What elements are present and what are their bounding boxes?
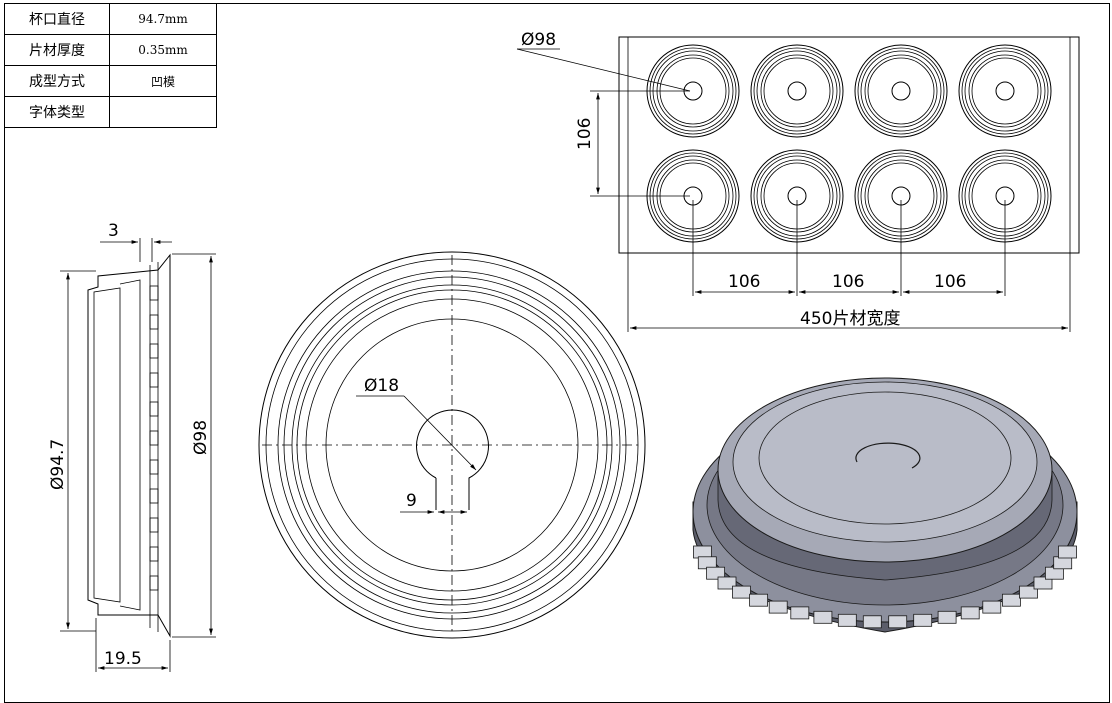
side-step [119, 279, 141, 611]
render-tooth [888, 615, 908, 629]
tray-cup-hole [995, 81, 1015, 101]
side-rib [149, 314, 159, 330]
tray-cup-ring [860, 50, 942, 132]
top-slot-width-label: 9 [406, 491, 417, 511]
tray-cup-ring [756, 50, 838, 132]
render-tooth [693, 545, 712, 559]
render-tooth [1058, 545, 1077, 559]
tray-cup-ring [971, 57, 1039, 125]
side-inner-wall [93, 287, 121, 603]
tray-sheet-outline [618, 36, 1080, 254]
tray-cup-ring [760, 54, 834, 128]
render-tooth [749, 593, 768, 607]
render-tooth [960, 606, 980, 620]
tray-cup-ring [961, 47, 1049, 135]
sip-hole [416, 409, 489, 510]
tray-cups [646, 44, 1052, 243]
tray-col-pitch-label: 106 [728, 272, 760, 292]
render-teeth [693, 545, 1077, 629]
render-panel [732, 381, 1038, 543]
tray-cup-ring [763, 57, 831, 125]
top-view: Ø18 9 [258, 251, 646, 639]
side-outer-dia-label: Ø98 [191, 420, 211, 455]
tray-cup-ring [968, 54, 1042, 128]
tray-cup-hole [787, 81, 807, 101]
side-height-label: 19.5 [104, 649, 142, 669]
render-tooth [706, 566, 725, 580]
render-tooth [717, 576, 737, 590]
render-tooth [937, 610, 957, 624]
tray-cup-ring [958, 44, 1052, 138]
side-rib [149, 488, 159, 504]
tray-cup-ring [857, 47, 945, 135]
side-inner-dia-label: Ø94.7 [48, 439, 68, 490]
lid-3d-render [692, 377, 1078, 633]
render-tooth [982, 600, 1002, 614]
render-tooth [790, 606, 810, 620]
tray-col-pitch-label: 106 [934, 272, 966, 292]
tray-cup-ring [854, 44, 948, 138]
tray-cup-ring [753, 47, 841, 135]
render-tooth [1033, 576, 1053, 590]
spec-row: 杯口直径 94.7mm [4, 3, 217, 35]
spec-value: 94.7mm [109, 3, 217, 35]
render-tooth [732, 585, 751, 599]
tray-dia-leader [516, 48, 691, 92]
side-view: 3 19.5 Ø94.7 Ø98 [48, 221, 216, 672]
render-tooth [1019, 585, 1038, 599]
side-rib [149, 285, 159, 301]
side-outer-profile [87, 253, 171, 638]
tray-cup-hole [891, 81, 911, 101]
sheet-width-label: 450片材宽度 [800, 309, 900, 329]
spec-value [109, 96, 217, 128]
side-rib [149, 430, 159, 446]
top-hole-dia-label: Ø18 [364, 376, 399, 396]
render-tooth [1053, 556, 1073, 570]
lid-outer-rim [258, 251, 646, 639]
tray-cup-ring [864, 54, 938, 128]
tray-cup-ring [750, 44, 844, 138]
side-rib [149, 372, 159, 388]
render-tooth [768, 600, 788, 614]
spec-table: 杯口直径 94.7mm 片材厚度 0.35mm 成型方式 凹模 字体类型 [4, 3, 217, 128]
render-tooth [813, 610, 833, 624]
side-rib [149, 401, 159, 417]
render-tooth [862, 615, 882, 629]
render-tooth [837, 613, 857, 627]
tray-row-pitch-label: 106 [575, 118, 595, 150]
side-ribs [149, 285, 159, 591]
side-rib [149, 546, 159, 562]
render-panel-ring [758, 391, 1012, 525]
hole-dia-leader [403, 395, 477, 471]
side-rib [149, 459, 159, 475]
tray-cup-ring [867, 57, 935, 125]
tray-view: Ø98 106 106 106 106 450片材宽度 [516, 30, 1080, 332]
side-top-width-label: 3 [108, 221, 119, 241]
spec-row: 片材厚度 0.35mm [4, 34, 217, 66]
spec-row: 字体类型 [4, 96, 217, 128]
render-tooth [913, 613, 933, 627]
side-rib [149, 343, 159, 359]
tray-col-pitch-label: 106 [832, 272, 864, 292]
side-rib [149, 575, 159, 591]
render-tooth [1002, 593, 1021, 607]
tray-cup-ring [964, 50, 1046, 132]
render-sip-hole [855, 442, 921, 469]
side-rib [149, 517, 159, 533]
tray-cup-dia-label: Ø98 [521, 30, 556, 50]
